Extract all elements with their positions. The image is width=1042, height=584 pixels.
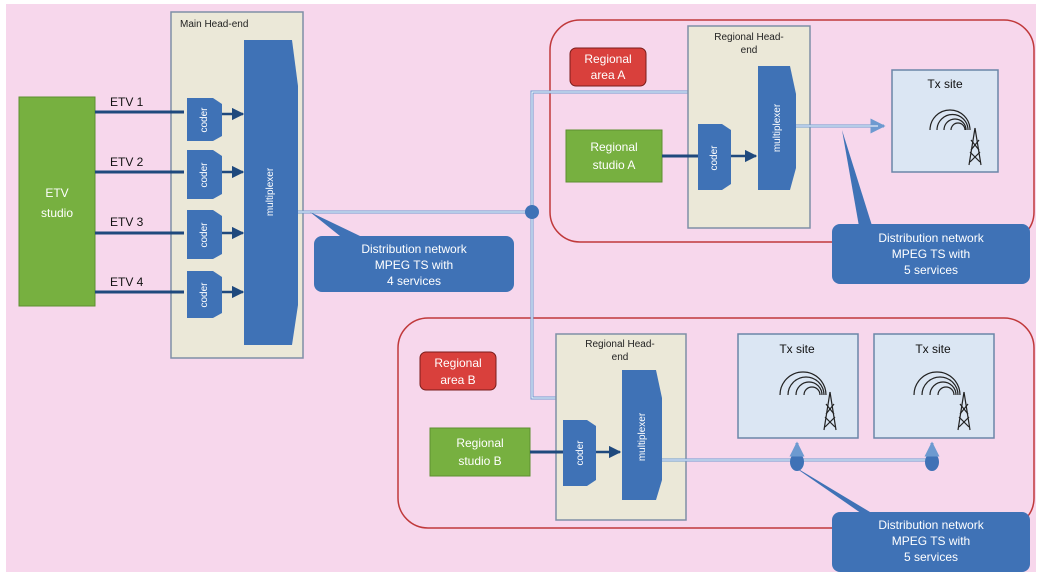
- region-b-tx2-node: [925, 453, 939, 471]
- region-b-tower-1-icon: [779, 371, 837, 431]
- etv-studio-box: [18, 96, 96, 307]
- region-b-tx1-node: [790, 453, 804, 471]
- region-b-coder: [563, 420, 596, 486]
- region-a-outline: [549, 19, 1035, 243]
- region-a-distribution-callout: [832, 224, 1030, 284]
- region-b-label-line1: Regional: [434, 356, 481, 370]
- region-a-label-line1: Regional: [584, 52, 631, 66]
- region-a-studio-line1: Regional: [590, 140, 637, 154]
- main-distribution-callout: [314, 236, 514, 292]
- main-coder-4: [187, 271, 222, 318]
- main-coder-3: [187, 210, 222, 259]
- region-b-tx-site-2-title: Tx site: [915, 342, 951, 356]
- region-b-headend-title-line1: Regional Head-: [585, 339, 655, 350]
- main-distribution-line2: MPEG TS with: [375, 258, 453, 272]
- diagram-background: [6, 4, 1036, 572]
- region-b-multiplexer: [622, 370, 662, 500]
- main-distribution-line1: Distribution network: [361, 242, 467, 256]
- region-a-headend-title-line1: Regional Head-: [714, 32, 784, 43]
- main-multiplexer-label: multiplexer: [265, 167, 276, 216]
- etv4-label: ETV 4: [110, 275, 144, 289]
- etv-studio-label-line2: studio: [41, 206, 73, 220]
- main-distribution-callout-pointer: [310, 212, 360, 236]
- region-b-distribution-line2: MPEG TS with: [892, 534, 970, 548]
- region-a-studio-box: [565, 129, 663, 183]
- region-a-coder-label: coder: [709, 145, 720, 171]
- etv3-label: ETV 3: [110, 215, 144, 229]
- etv2-label: ETV 2: [110, 155, 144, 169]
- region-b-multiplexer-label: multiplexer: [637, 412, 648, 461]
- region-b-tx-site-1-box: [737, 333, 859, 439]
- region-a-headend-title-line2: end: [741, 45, 758, 56]
- region-b-label-box: [419, 351, 497, 391]
- region-a-distribution-callout-pointer: [842, 130, 874, 232]
- main-coder-1-label: coder: [199, 107, 210, 133]
- main-distribution-line3: 4 services: [387, 274, 441, 288]
- main-coder-1: [187, 98, 222, 141]
- region-a-coder: [698, 124, 731, 190]
- region-a-distribution-line2: MPEG TS with: [892, 247, 970, 261]
- main-headend-title: Main Head-end: [180, 19, 248, 30]
- region-a-tx-site-box: [891, 69, 999, 173]
- region-a-multiplexer: [758, 66, 796, 190]
- region-b-distribution-callout: [832, 512, 1030, 572]
- region-b-studio-line2: studio B: [458, 454, 501, 468]
- region-b-studio-box: [429, 427, 531, 477]
- region-b-distribution-callout-pointer: [790, 464, 880, 518]
- main-coders: [187, 98, 222, 318]
- etv-studio-label-line1: ETV: [45, 186, 68, 200]
- region-a-distribution-line3: 5 services: [904, 263, 958, 277]
- main-coder-to-mux-arrows: [222, 107, 245, 299]
- etv-channel-links: [95, 110, 184, 294]
- region-b-coder-label: coder: [575, 440, 586, 466]
- region-b-distribution-line1: Distribution network: [878, 518, 984, 532]
- region-b-distribution-line3: 5 services: [904, 550, 958, 564]
- region-a-studio-line2: studio A: [593, 158, 636, 172]
- region-b-headend-title-line2: end: [612, 352, 629, 363]
- region-b-tower-2-icon: [913, 371, 971, 431]
- region-a-tx-site-title: Tx site: [927, 77, 963, 91]
- etv1-label: ETV 1: [110, 95, 144, 109]
- backbone-junction-node: [525, 205, 539, 219]
- region-a-label-line2: area A: [591, 68, 626, 82]
- main-coder-3-label: coder: [199, 222, 210, 248]
- region-a-tower-icon: [929, 109, 982, 166]
- main-coder-2: [187, 150, 222, 199]
- main-coder-4-label: coder: [199, 282, 210, 308]
- region-b-tx-site-1-title: Tx site: [779, 342, 815, 356]
- region-b-studio-line1: Regional: [456, 436, 503, 450]
- region-b-outline: [397, 317, 1035, 529]
- region-a-distribution-line1: Distribution network: [878, 231, 984, 245]
- region-a-label-box: [569, 47, 647, 87]
- main-coder-2-label: coder: [199, 162, 210, 188]
- main-multiplexer: [244, 40, 298, 345]
- region-b-label-line2: area B: [440, 373, 475, 387]
- region-a-multiplexer-label: multiplexer: [772, 103, 783, 152]
